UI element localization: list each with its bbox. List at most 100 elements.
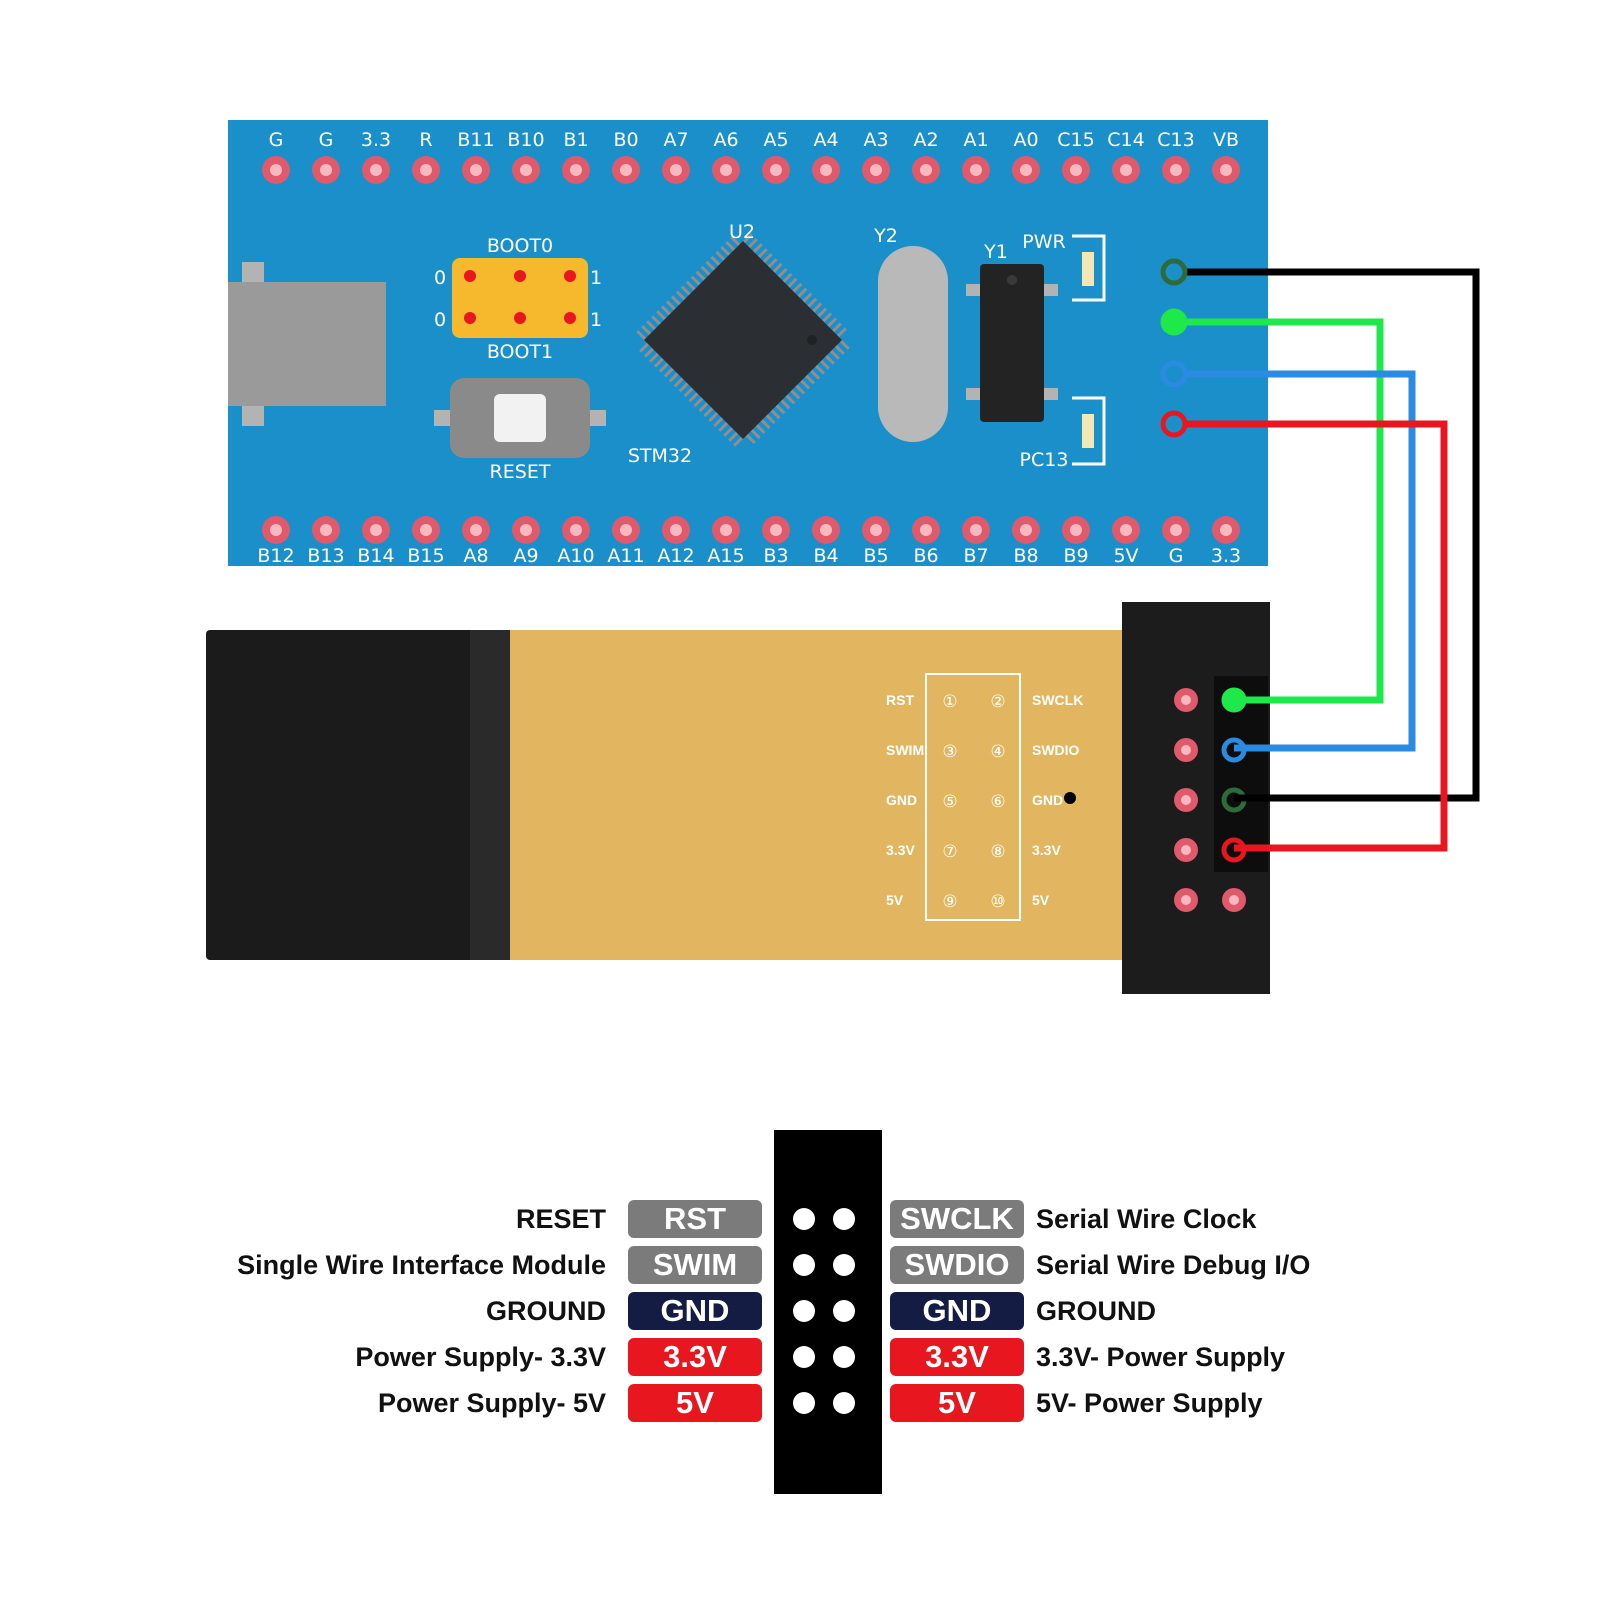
pin-hole — [870, 164, 882, 176]
header-right-label: 3.3V — [1032, 842, 1061, 858]
bottom-pin-label: B8 — [1013, 545, 1038, 567]
legend-left-description: Single Wire Interface Module — [237, 1250, 606, 1280]
top-pin: A3 — [862, 129, 890, 184]
bottom-pin-label: 5V — [1113, 545, 1138, 567]
legend-right-description: 5V- Power Supply — [1036, 1388, 1263, 1418]
reset-button[interactable] — [494, 394, 546, 442]
pin-hole — [620, 164, 632, 176]
bottom-pin: B15 — [407, 516, 445, 567]
header-left-number: ③ — [942, 742, 957, 762]
header-left-label: GND — [886, 792, 917, 808]
boot0-one-label: 1 — [590, 267, 602, 289]
usb-tab-bottom — [242, 406, 264, 426]
legend-pin-hole-left — [793, 1208, 815, 1230]
connector-pad-hole — [1229, 895, 1239, 905]
boot-jumper-block[interactable] — [452, 258, 588, 338]
bottom-pin: 5V — [1112, 516, 1140, 567]
pin-hole — [1220, 524, 1232, 536]
pin-hole — [570, 164, 582, 176]
top-pin-label: B11 — [457, 129, 494, 151]
wire-gnd — [1174, 268, 1480, 802]
header-left-number: ⑤ — [942, 792, 957, 812]
y2-label: Y2 — [873, 225, 898, 247]
top-pin: A1 — [962, 129, 990, 184]
header-right-label: SWDIO — [1032, 742, 1080, 758]
pin-hole — [1120, 164, 1132, 176]
bottom-pin-label: B14 — [357, 545, 394, 567]
pin-hole — [270, 524, 282, 536]
bottom-pin-label: B9 — [1063, 545, 1088, 567]
legend-right-description: Serial Wire Clock — [1036, 1204, 1257, 1234]
top-pin-label: A7 — [663, 129, 688, 151]
pin-hole — [520, 164, 532, 176]
top-pin-label: B10 — [507, 129, 544, 151]
legend-right-badge: SWDIO — [890, 1246, 1024, 1284]
pin-hole — [370, 164, 382, 176]
pc13-led — [1082, 414, 1094, 448]
pin-hole — [720, 164, 732, 176]
boot1-zero-label: 0 — [434, 309, 446, 331]
pwr-led-bracket — [1072, 234, 1106, 302]
bottom-pin: A11 — [607, 516, 645, 567]
pin-hole — [1120, 524, 1132, 536]
header-right-number: ⑧ — [990, 842, 1005, 862]
pin-hole — [770, 164, 782, 176]
legend-pin-hole-right — [833, 1300, 855, 1322]
pc13-led-bracket — [1072, 396, 1106, 466]
bottom-pin: B3 — [762, 516, 790, 567]
usb-connector — [228, 282, 386, 406]
pin-hole — [1020, 164, 1032, 176]
stm32-label: STM32 — [628, 445, 692, 467]
pc13-led-label: PC13 — [1020, 449, 1069, 471]
top-pin-label: G — [319, 129, 334, 151]
pin-hole — [320, 524, 332, 536]
legend-pin-hole-left — [793, 1346, 815, 1368]
boot1-one-label: 1 — [590, 309, 602, 331]
top-pin-label: C13 — [1157, 129, 1194, 151]
board-wire-pad — [1160, 308, 1188, 336]
bottom-pin-label: B5 — [863, 545, 888, 567]
bottom-pin-label: A11 — [607, 545, 644, 567]
top-pin: B1 — [562, 129, 590, 184]
top-pin: A2 — [912, 129, 940, 184]
top-pin-label: R — [419, 129, 432, 151]
pin-hole — [320, 164, 332, 176]
wire-swclk — [1174, 318, 1384, 704]
legend-left-description: Power Supply- 5V — [377, 1388, 606, 1418]
bottom-pin: G — [1162, 516, 1190, 567]
top-pin: B10 — [507, 129, 545, 184]
bottom-pin-label: A9 — [513, 545, 538, 567]
bottom-pin-label: A15 — [707, 545, 744, 567]
bottom-pin-label: B4 — [813, 545, 838, 567]
pin-hole — [870, 524, 882, 536]
top-pin: A6 — [712, 129, 740, 184]
pin-hole — [970, 164, 982, 176]
pin-hole — [770, 524, 782, 536]
board-wire-pad — [1160, 258, 1188, 286]
pin-hole — [970, 524, 982, 536]
crystal-y2 — [878, 246, 948, 442]
top-pin: R — [412, 129, 440, 184]
top-pin-label: A2 — [913, 129, 938, 151]
header-right-number: ⑥ — [990, 792, 1005, 812]
bottom-pin: B13 — [307, 516, 345, 567]
bottom-pin: A12 — [657, 516, 695, 567]
bottom-pin: 3.3 — [1211, 516, 1241, 567]
connector-pad-hole — [1181, 795, 1191, 805]
legend-pin-hole-right — [833, 1254, 855, 1276]
bottom-pin: B9 — [1062, 516, 1090, 567]
legend-left-badge: GND — [628, 1292, 762, 1330]
pin-hole — [420, 524, 432, 536]
wire-swdio — [1174, 370, 1416, 752]
top-pin: VB — [1212, 129, 1240, 184]
pin-hole — [1220, 164, 1232, 176]
top-pin-label: C15 — [1057, 129, 1094, 151]
top-pin-label: B1 — [563, 129, 588, 151]
top-pin-label: A0 — [1013, 129, 1038, 151]
bottom-pin: A8 — [462, 516, 490, 567]
programmer-body — [510, 630, 1122, 960]
pin-hole — [470, 164, 482, 176]
bottom-pin-label: B6 — [913, 545, 938, 567]
top-pin: 3.3 — [361, 129, 391, 184]
